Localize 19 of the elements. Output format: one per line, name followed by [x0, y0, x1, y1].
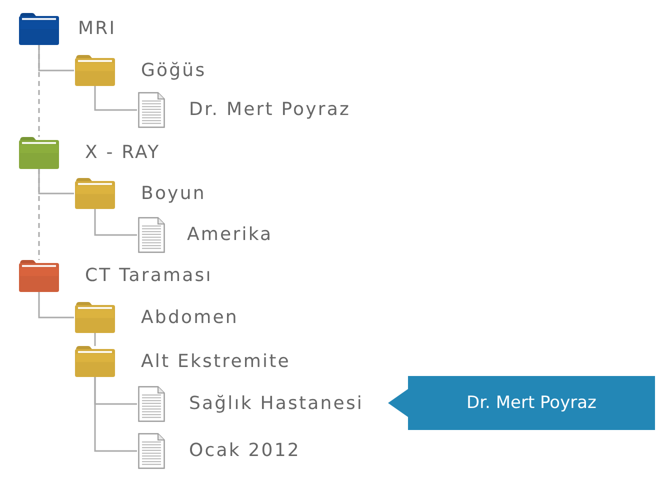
folder-name: Göğüs [141, 60, 206, 82]
tree-connector-line [94, 209, 137, 236]
file-name: Amerika [187, 224, 273, 246]
folder-name: CT Taraması [85, 265, 212, 287]
tree-connector-line [94, 86, 137, 111]
folder-name: Abdomen [141, 306, 238, 328]
tree-connector-line [38, 45, 74, 72]
tree-connector-line [94, 333, 96, 346]
tree-connector-line [38, 169, 74, 194]
file-name: Sağlık Hastanesi [189, 393, 364, 415]
tag-label: Dr. Mert Poyraz [466, 392, 598, 414]
tree-connector-line [38, 292, 74, 318]
folder-name: X - RAY [85, 142, 160, 164]
tree-connector-line [94, 377, 137, 452]
file-name: Ocak 2012 [189, 440, 300, 462]
file-name: Dr. Mert Poyraz [189, 99, 351, 121]
folder-name: Boyun [141, 182, 206, 204]
folder-name: MRI [78, 18, 116, 40]
folder-name: Alt Ekstremite [141, 350, 290, 372]
